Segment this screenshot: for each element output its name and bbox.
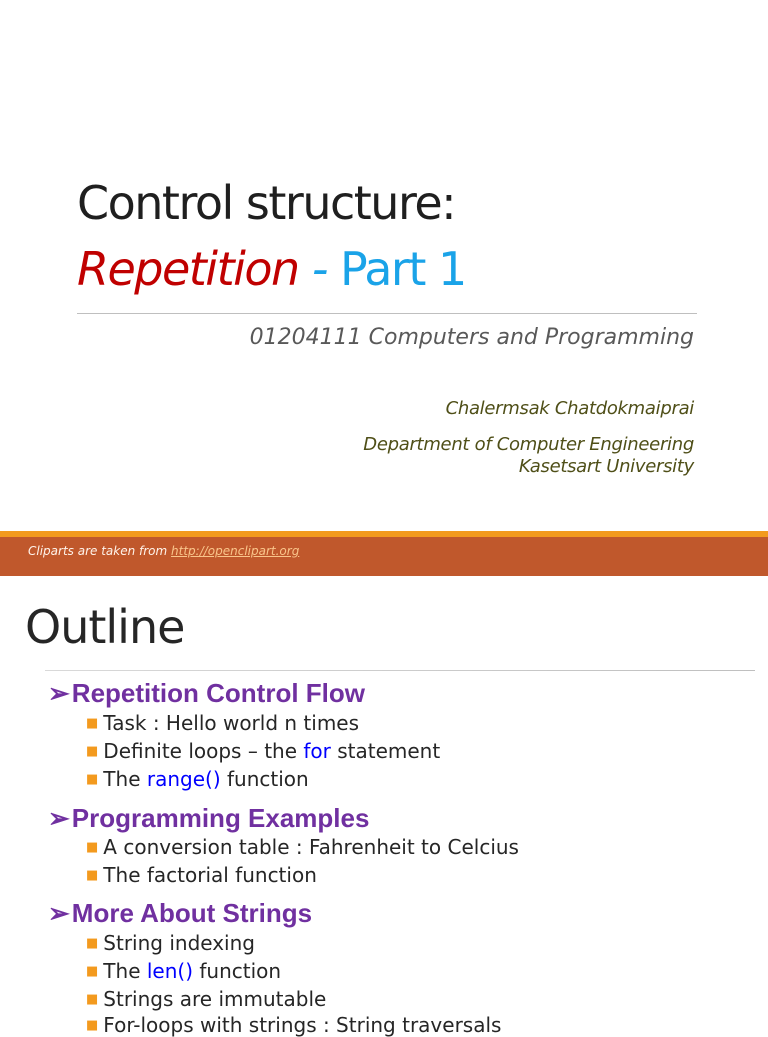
section-heading-label: Repetition Control Flow [71, 678, 365, 708]
outline-slide: Outline ➢Repetition Control Flow ■Task :… [0, 576, 768, 1037]
square-bullet-icon: ■ [86, 772, 99, 787]
square-bullet-icon: ■ [86, 744, 99, 759]
title-repetition: Repetition [77, 242, 300, 296]
arrow-bullet-icon: ➢ [48, 678, 70, 708]
slide-title-line1: Control structure: [77, 176, 457, 230]
section-heading: ➢Programming Examples [48, 803, 369, 834]
list-item-text: Strings are immutable [103, 987, 327, 1011]
section-heading: ➢Repetition Control Flow [48, 678, 365, 709]
list-item-text: A conversion table : Fahrenheit to Celci… [103, 835, 519, 859]
outline-divider [45, 670, 755, 671]
arrow-bullet-icon: ➢ [48, 898, 70, 928]
outline-title: Outline [25, 600, 185, 654]
title-divider [77, 313, 697, 314]
title-part: Part 1 [340, 242, 467, 296]
author-name: Chalermsak Chatdokmaiprai [445, 398, 695, 419]
course-subtitle: 01204111 Computers and Programming [249, 325, 694, 350]
keyword: range() [146, 767, 221, 791]
section-heading: ➢More About Strings [48, 898, 312, 929]
department-name: Department of Computer Engineering [363, 434, 694, 455]
slide-title-line2: Repetition - Part 1 [77, 242, 467, 296]
list-item-text: For-loops with strings : String traversa… [103, 1013, 502, 1037]
footer-credit-text: Cliparts are taken from [28, 544, 172, 558]
list-item-text: Definite loops – the [103, 739, 304, 763]
list-item: ■ A conversion table : Fahrenheit to Celc… [86, 835, 519, 859]
square-bullet-icon: ■ [86, 936, 99, 951]
list-item-text: The factorial function [103, 863, 317, 887]
list-item-text: function [220, 767, 309, 791]
list-item: ■ The range() function [86, 767, 309, 791]
square-bullet-icon: ■ [86, 964, 99, 979]
square-bullet-icon: ■ [86, 1018, 99, 1033]
openclipart-link[interactable]: http://openclipart.org [171, 544, 300, 558]
footer-band [0, 537, 768, 576]
square-bullet-icon: ■ [86, 868, 99, 883]
keyword: len() [146, 959, 194, 983]
title-dash: - [298, 242, 341, 296]
list-item-text: function [193, 959, 282, 983]
square-bullet-icon: ■ [86, 716, 99, 731]
keyword: for [303, 739, 331, 763]
square-bullet-icon: ■ [86, 992, 99, 1007]
list-item-text: statement [330, 739, 441, 763]
list-item: ■ Strings are immutable [86, 987, 326, 1011]
list-item-text: Task : Hello world n times [103, 711, 360, 735]
section-heading-label: Programming Examples [71, 803, 370, 833]
list-item: ■ For-loops with strings : String travers… [86, 1013, 501, 1037]
list-item: ■ Definite loops – the for statement [86, 739, 440, 763]
list-item: ■ String indexing [86, 931, 255, 955]
list-item-text: The [103, 767, 147, 791]
footer-accent-bar [0, 531, 768, 537]
list-item: ■ Task : Hello world n times [86, 711, 359, 735]
list-item: ■ The factorial function [86, 863, 317, 887]
university-name: Kasetsart University [518, 456, 694, 477]
section-heading-label: More About Strings [71, 898, 313, 928]
square-bullet-icon: ■ [86, 840, 99, 855]
title-slide: Control structure: Repetition - Part 1 0… [0, 176, 768, 576]
list-item-text: String indexing [103, 931, 255, 955]
list-item-text: The [103, 959, 147, 983]
footer-credit: Cliparts are taken from http://openclipa… [28, 544, 299, 558]
arrow-bullet-icon: ➢ [48, 803, 70, 833]
list-item: ■ The len() function [86, 959, 281, 983]
